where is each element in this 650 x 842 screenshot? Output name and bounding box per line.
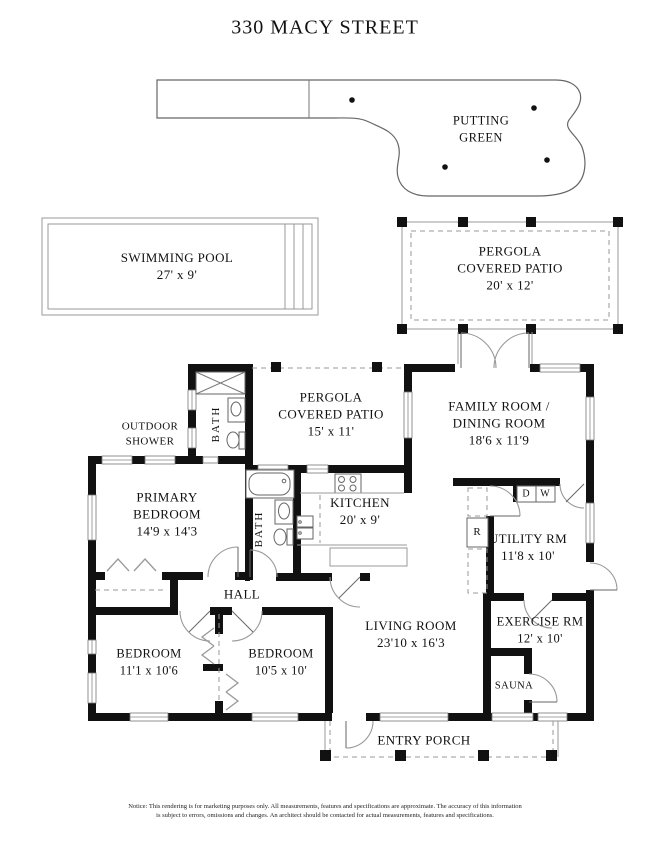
disclaimer-notice: Notice: This rendering is for marketing …: [128, 803, 522, 819]
dryer-label: D: [522, 488, 530, 500]
page-title: 330 MACY STREET: [231, 16, 419, 39]
putting-green-shape: [156, 79, 586, 197]
bath2-sink-fixture: [274, 499, 294, 525]
refrigerator-label: R: [473, 526, 481, 538]
primary-bedroom-label: PRIMARY BEDROOM 14'9 x 14'3: [133, 489, 201, 539]
entry-porch-shape: [320, 721, 559, 761]
shower-fixture: [195, 371, 246, 395]
doors: [179, 456, 618, 749]
refrigerator-unit: [466, 487, 489, 594]
family-room-label: FAMILY ROOM / DINING ROOM 18'6 x 11'9: [448, 398, 550, 448]
bath2-label: BATH: [252, 510, 265, 548]
pergola-patio-small-edge: [252, 362, 404, 372]
bathtub-fixture: [245, 469, 295, 499]
french-doors: [457, 332, 533, 369]
bath2-toilet-fixture: [273, 528, 294, 546]
bath1-sink-fixture: [227, 397, 246, 423]
bath1-label: BATH: [209, 405, 222, 443]
pergola-patio-large-shape: [397, 217, 623, 334]
stove-fixture: [334, 473, 362, 494]
washer-dryer-units: [516, 485, 556, 503]
sauna-label: SAUNA: [494, 680, 534, 692]
windows: [87, 363, 595, 722]
entry-porch-label: ENTRY PORCH: [377, 732, 471, 748]
bath1-toilet-fixture: [226, 431, 246, 450]
kitchen-sink-fixture: [296, 515, 314, 540]
swimming-pool-shape: [41, 217, 319, 316]
washer-label: W: [540, 488, 550, 500]
closet-doors: [95, 558, 240, 711]
hall-label: HALL: [223, 586, 261, 602]
pergola-patio-small-label: PERGOLA COVERED PATIO 15' x 11': [278, 389, 384, 439]
kitchen-counters: [297, 492, 408, 567]
pergola-patio-large-label: PERGOLA COVERED PATIO 20' x 12': [457, 243, 563, 293]
